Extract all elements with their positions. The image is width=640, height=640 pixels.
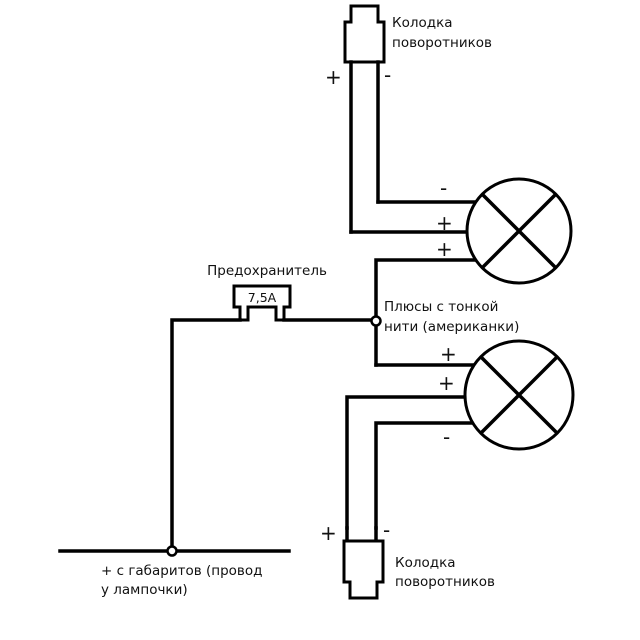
top-connector-body bbox=[343, 4, 386, 64]
bottom-connector-body bbox=[342, 539, 385, 600]
feed-wire-left bbox=[170, 318, 242, 553]
fuse-rating: 7,5A bbox=[248, 290, 277, 305]
upper-lamp-cross-b bbox=[480, 192, 558, 270]
source-label-line2: у лампочки) bbox=[101, 582, 188, 598]
bottom-connector-label-line2: поворотников bbox=[395, 574, 495, 590]
lower-lamp-plus-sign-b: + bbox=[438, 371, 455, 395]
lower-lamp-wiring: + + - bbox=[345, 342, 479, 530]
source-line: + с габаритов (провод у лампочки) bbox=[58, 545, 291, 598]
lower-lamp-plus-sign-a: + bbox=[440, 342, 457, 366]
lower-lamp-minus-wire bbox=[374, 421, 479, 530]
top-connector-minus-sign: - bbox=[384, 63, 391, 87]
fuse-title: Предохранитель bbox=[207, 263, 327, 279]
junction-label-line2: нити (американки) bbox=[384, 319, 519, 335]
lower-lamp-minus-sign: - bbox=[443, 425, 450, 449]
lower-lamp bbox=[463, 339, 575, 451]
bottom-connector: + - Колодка поворотников bbox=[320, 518, 495, 600]
upper-lamp-plus-sign-b: + bbox=[436, 237, 453, 261]
upper-lamp-wiring: - + + bbox=[349, 176, 478, 324]
junction: Плюсы с тонкой нити (американки) bbox=[370, 299, 519, 367]
upper-lamp-minus-sign: - bbox=[440, 176, 447, 200]
bottom-connector-plus-sign: + bbox=[320, 521, 337, 545]
lower-lamp-plus-wire-b bbox=[345, 395, 468, 530]
bottom-connector-minus-sign: - bbox=[383, 518, 390, 542]
lower-lamp-cross-b bbox=[479, 355, 559, 435]
fuse-body bbox=[232, 284, 292, 322]
source-label-line1: + с габаритов (провод bbox=[101, 563, 262, 579]
top-connector-plus-sign: + bbox=[325, 65, 342, 89]
source-node bbox=[166, 545, 178, 557]
junction-label-line1: Плюсы с тонкой bbox=[384, 299, 498, 315]
junction-node bbox=[370, 315, 382, 327]
upper-lamp-plus-sign-a: + bbox=[436, 211, 453, 235]
top-connector-label-line2: поворотников bbox=[392, 35, 492, 51]
upper-lamp-plus-wire-b bbox=[374, 258, 478, 324]
fuse: 7,5A Предохранитель bbox=[207, 263, 327, 322]
upper-lamp bbox=[465, 177, 573, 285]
bottom-connector-label-line1: Колодка bbox=[395, 555, 456, 571]
top-connector-label-line1: Колодка bbox=[392, 15, 453, 31]
top-connector: + - Колодка поворотников bbox=[325, 4, 492, 234]
